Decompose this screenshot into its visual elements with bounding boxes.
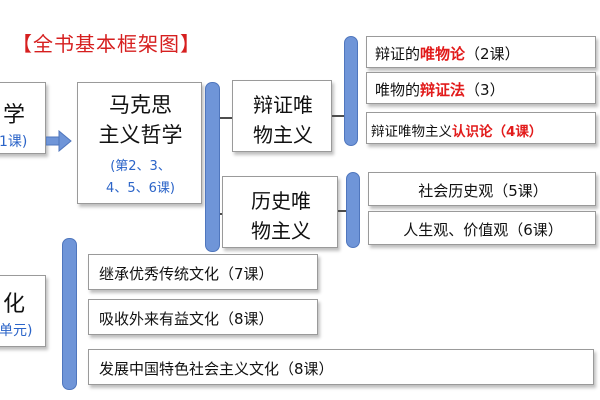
marxist-philosophy-note1: (第2、3、 (110, 159, 171, 174)
culture-bracket (62, 238, 77, 390)
philosophy-unit-char: 学 (3, 103, 26, 128)
dm-item-1-text: 辩证的唯物论（2课） (375, 43, 520, 64)
historical-materialism-box: 历史唯 物主义 (222, 176, 338, 248)
marxist-philosophy-line1: 马克思 (109, 93, 172, 117)
philosophy-unit-box: 学 1课) (0, 82, 46, 154)
dm-item-3-text: 辩证唯物主义认识论（4课） (371, 120, 542, 140)
culture-unit-box: 化 单元) (0, 275, 46, 347)
historical-materialism-bracket (346, 172, 360, 248)
hm-item-2-text: 人生观、价值观（6课） (403, 221, 563, 239)
dialectical-materialism-bracket (344, 36, 358, 146)
dm-item-1-highlight: 唯物论 (420, 45, 466, 63)
dm-item-1-pre: 辩证的 (375, 45, 421, 63)
culture-item-1: 继承优秀传统文化（7课） (88, 254, 318, 290)
marxist-philosophy-box: 马克思 主义哲学 (第2、3、 4、5、6课) (77, 82, 202, 204)
dialectical-materialism-line1: 辩证唯 (253, 93, 313, 117)
culture-item-3-text: 发展中国特色社会主义文化（8课） (99, 360, 334, 378)
dm-item-2-text: 唯物的辩证法（3） (375, 79, 505, 100)
dm-item-2-pre: 唯物的 (375, 81, 421, 99)
dm-item-2-post: （3） (465, 81, 505, 99)
connector-hm-brace (338, 210, 346, 212)
diagram-title: 【全书基本框架图】 (12, 32, 201, 56)
connector-dm (220, 117, 232, 119)
philosophy-bracket (205, 82, 220, 252)
hm-item-1-text: 社会历史观（5课） (418, 182, 548, 200)
dialectical-materialism-box: 辩证唯 物主义 (232, 80, 332, 152)
dialectical-materialism-line2: 物主义 (253, 123, 313, 147)
culture-item-2-text: 吸收外来有益文化（8课） (99, 310, 274, 328)
dm-item-2-highlight: 辩证法 (420, 81, 466, 99)
hm-item-1: 社会历史观（5课） (368, 172, 596, 206)
dm-item-3-highlight: 认识论（4课） (452, 124, 543, 140)
dm-item-3: 辩证唯物主义认识论（4课） (366, 112, 596, 144)
culture-item-3: 发展中国特色社会主义文化（8课） (88, 349, 594, 385)
culture-unit-lesson: 单元) (0, 323, 33, 339)
marxist-philosophy-note2: 4、5、6课) (106, 181, 175, 196)
historical-materialism-line2: 物主义 (251, 219, 311, 243)
dm-item-1-post: （2课） (465, 45, 520, 63)
culture-item-2: 吸收外来有益文化（8课） (88, 299, 318, 335)
dm-item-1: 辩证的唯物论（2课） (366, 36, 596, 68)
dm-item-2: 唯物的辩证法（3） (366, 72, 596, 104)
philosophy-unit-lesson: 1课) (0, 134, 28, 150)
culture-unit-char: 化 (3, 292, 26, 317)
connector-dm-brace (332, 115, 344, 117)
arrow-icon (46, 130, 72, 152)
hm-item-2: 人生观、价值观（6课） (368, 211, 596, 245)
dm-item-3-pre: 辩证唯物主义 (371, 124, 452, 140)
marxist-philosophy-line2: 主义哲学 (98, 123, 183, 147)
historical-materialism-line1: 历史唯 (251, 189, 311, 213)
culture-item-1-text: 继承优秀传统文化（7课） (99, 265, 274, 283)
